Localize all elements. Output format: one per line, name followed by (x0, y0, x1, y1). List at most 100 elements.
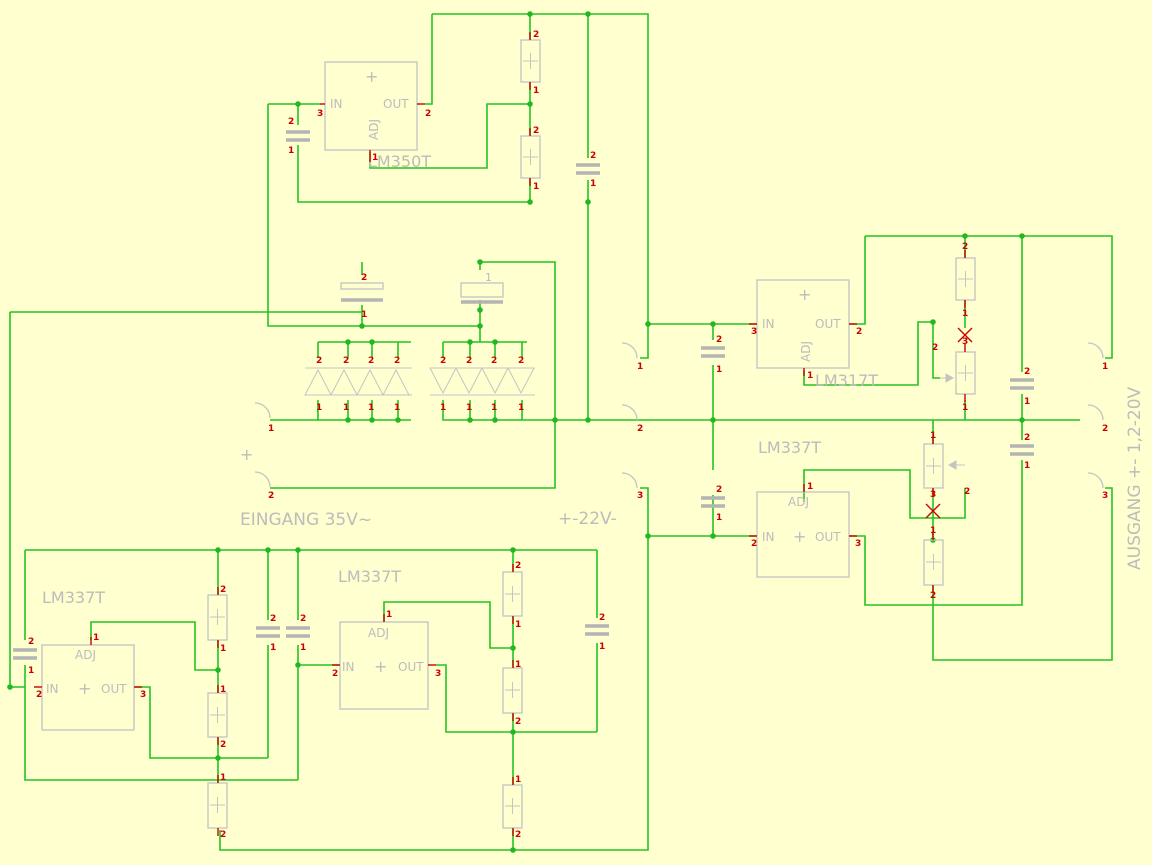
svg-text:1: 1 (316, 403, 322, 413)
svg-text:1: 1 (637, 362, 643, 372)
capacitor: 21 (701, 335, 725, 375)
svg-text:1: 1 (515, 660, 521, 670)
svg-text:+: + (374, 657, 387, 676)
svg-text:1: 1 (220, 644, 226, 654)
capacitor: 21 (256, 614, 280, 653)
svg-text:2: 2 (637, 424, 643, 434)
svg-text:1: 1 (533, 182, 539, 192)
svg-text:2: 2 (368, 356, 374, 366)
svg-text:2: 2 (28, 637, 34, 647)
regulator-lm350-name: LM350T (368, 152, 431, 171)
wires (9, 13, 1113, 851)
svg-text:1: 1 (93, 633, 99, 643)
input-label: EINGANG 35V~ (240, 510, 372, 530)
svg-text:1: 1 (270, 643, 276, 653)
svg-text:2: 2 (288, 117, 294, 127)
potentiometer: 31 2 (932, 327, 976, 413)
svg-text:1: 1 (807, 482, 813, 492)
svg-text:1: 1 (220, 773, 226, 783)
output-label: AUSGANG +- 1,2-20V (1125, 386, 1145, 570)
svg-text:1: 1 (930, 526, 936, 536)
svg-text:2: 2 (268, 491, 274, 501)
resistor: 12 (207, 685, 228, 750)
svg-text:1: 1 (28, 666, 34, 676)
resistors: 21 21 21 31 2 13 2 (207, 30, 976, 840)
regulator-lm337-center: LM337T ADJ IN + OUT 2 3 1 (332, 567, 441, 710)
svg-text:1: 1 (394, 403, 400, 413)
svg-text:2: 2 (518, 356, 524, 366)
regulator-lm337-right: LM337T ADJ IN + OUT 2 3 1 (749, 438, 861, 578)
svg-text:IN: IN (762, 317, 775, 331)
svg-text:1: 1 (515, 620, 521, 630)
svg-text:2: 2 (220, 830, 226, 840)
svg-text:2: 2 (343, 356, 349, 366)
svg-text:3: 3 (930, 490, 936, 500)
svg-text:1: 1 (220, 685, 226, 695)
svg-text:1: 1 (268, 424, 274, 434)
regulator-lm337-left: LM337T ADJ IN + OUT 2 3 1 (34, 588, 146, 731)
svg-text:2: 2 (856, 327, 862, 337)
svg-text:2: 2 (300, 614, 306, 624)
svg-text:1: 1 (807, 371, 813, 381)
svg-text:ADJ: ADJ (799, 341, 813, 362)
svg-text:2: 2 (932, 343, 938, 353)
svg-text:ADJ: ADJ (367, 119, 381, 140)
potentiometer: 13 2 (923, 431, 970, 519)
svg-text:2: 2 (361, 273, 367, 283)
svg-text:1: 1 (485, 271, 492, 284)
capacitors: 21 21 21 1 21 21 21 21 (13, 117, 1034, 676)
svg-text:2: 2 (962, 242, 968, 252)
svg-text:2: 2 (440, 356, 446, 366)
capacitor: 21 (1010, 433, 1034, 471)
svg-text:IN: IN (46, 682, 59, 696)
svg-text:1: 1 (466, 403, 472, 413)
resistor: 21 (502, 561, 523, 630)
resistor: 12 (923, 526, 944, 601)
svg-text:1: 1 (440, 403, 446, 413)
mid-voltage-label: +-22V- (558, 509, 617, 529)
svg-text:1: 1 (518, 403, 524, 413)
svg-text:2: 2 (751, 539, 757, 549)
svg-text:2: 2 (36, 690, 42, 700)
svg-text:1: 1 (962, 403, 968, 413)
svg-text:2: 2 (220, 740, 226, 750)
regulator-lm350: + IN OUT ADJ LM350T 3 2 1 (317, 61, 431, 171)
svg-text:1: 1 (533, 86, 539, 96)
regulator-lm317: + IN OUT ADJ LM317T 3 2 1 (749, 279, 878, 390)
svg-text:3: 3 (317, 109, 323, 119)
svg-text:1: 1 (343, 403, 349, 413)
input-terminals: 1 2 + EINGANG 35V~ (240, 402, 372, 530)
regulator-lm317-name: LM317T (815, 371, 878, 390)
svg-text:2: 2 (491, 356, 497, 366)
svg-text:3: 3 (751, 327, 757, 337)
svg-text:3: 3 (637, 491, 643, 501)
svg-text:1: 1 (930, 431, 936, 441)
svg-text:1: 1 (716, 365, 722, 375)
svg-text:1: 1 (491, 403, 497, 413)
resistor: 21 (520, 30, 541, 96)
svg-text:1: 1 (1024, 461, 1030, 471)
svg-text:1: 1 (716, 513, 722, 523)
svg-text:1: 1 (962, 309, 968, 319)
resistor: 21 (207, 585, 228, 654)
svg-text:2: 2 (1024, 367, 1030, 377)
svg-text:+: + (793, 527, 806, 546)
svg-text:ADJ: ADJ (788, 495, 809, 509)
svg-text:1: 1 (1102, 362, 1108, 372)
regulator-lm337-center-name: LM337T (338, 567, 401, 586)
svg-text:2: 2 (930, 591, 936, 601)
svg-text:2: 2 (716, 485, 722, 495)
svg-text:IN: IN (342, 660, 355, 674)
regulator-lm337-left-name: LM337T (42, 588, 105, 607)
electrolytic-capacitor: 1 (460, 271, 504, 304)
capacitor: 21 (576, 151, 600, 189)
resistor: 12 (207, 773, 228, 840)
resistor: 12 (502, 775, 523, 840)
svg-text:+: + (78, 679, 91, 698)
capacitor: 21 (286, 117, 310, 156)
capacitor: 21 (701, 485, 725, 523)
resistor: 21 (955, 242, 976, 319)
svg-text:2: 2 (590, 151, 596, 161)
capacitor: 21 (13, 637, 37, 676)
